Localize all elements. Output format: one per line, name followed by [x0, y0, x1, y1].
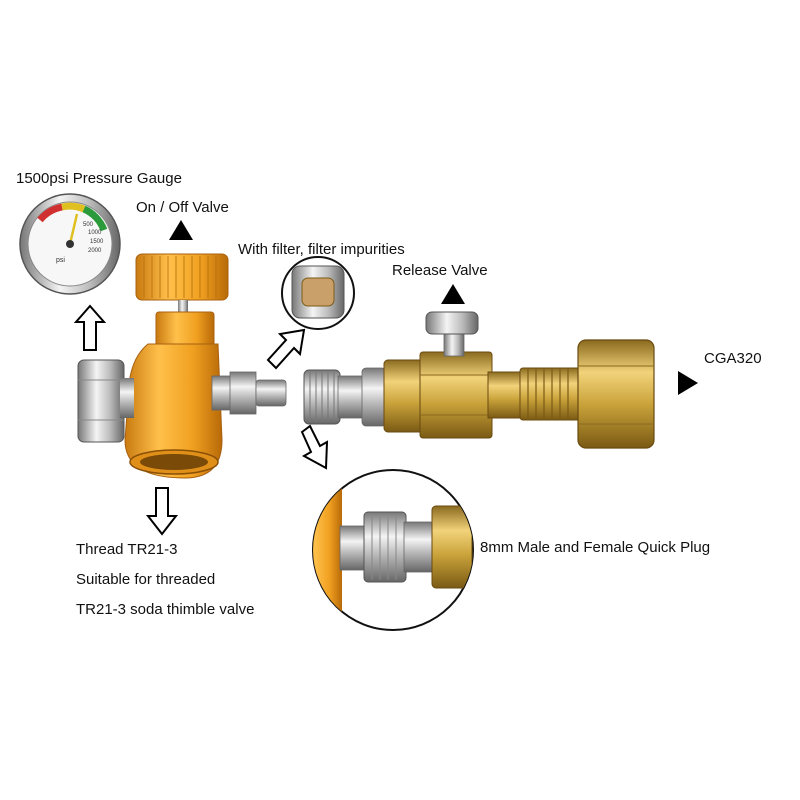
- gauge-tick-label: 1000: [88, 230, 102, 236]
- outline-arrow-diagonal-down: [300, 424, 329, 470]
- orange-valve-body: [77, 253, 287, 479]
- pointer-triangle-on-off: [169, 220, 193, 240]
- outline-arrow-diagonal-up: [266, 328, 306, 370]
- quick-plug-closeup: [312, 469, 474, 631]
- pressure-gauge: psi 500 1000 1500 2000: [19, 193, 121, 295]
- thread-label-line3: TR21-3 soda thimble valve: [76, 601, 255, 618]
- outline-arrow-up: [73, 304, 107, 351]
- thread-label-line2: Suitable for threaded: [76, 571, 216, 588]
- pointer-triangle-release: [441, 284, 465, 304]
- gauge-unit-text: psi: [56, 257, 65, 264]
- gauge-label: 1500psi Pressure Gauge: [16, 170, 182, 187]
- brass-adapter-assembly: [303, 311, 655, 449]
- cga-label: CGA320: [704, 350, 762, 367]
- on-off-valve-label: On / Off Valve: [136, 199, 229, 216]
- pointer-triangle-cga: [678, 371, 698, 395]
- gauge-tick-label: 500: [83, 222, 94, 228]
- filter-closeup: [281, 256, 355, 330]
- gauge-tick-label: 2000: [88, 248, 102, 254]
- release-valve-label: Release Valve: [392, 262, 488, 279]
- gauge-tick-label: 1500: [90, 239, 104, 245]
- quick-plug-label: 8mm Male and Female Quick Plug: [480, 539, 711, 556]
- filter-label: With filter, filter impurities: [238, 241, 405, 258]
- thread-label-line1: Thread TR21-3: [76, 541, 178, 558]
- outline-arrow-down: [145, 487, 179, 536]
